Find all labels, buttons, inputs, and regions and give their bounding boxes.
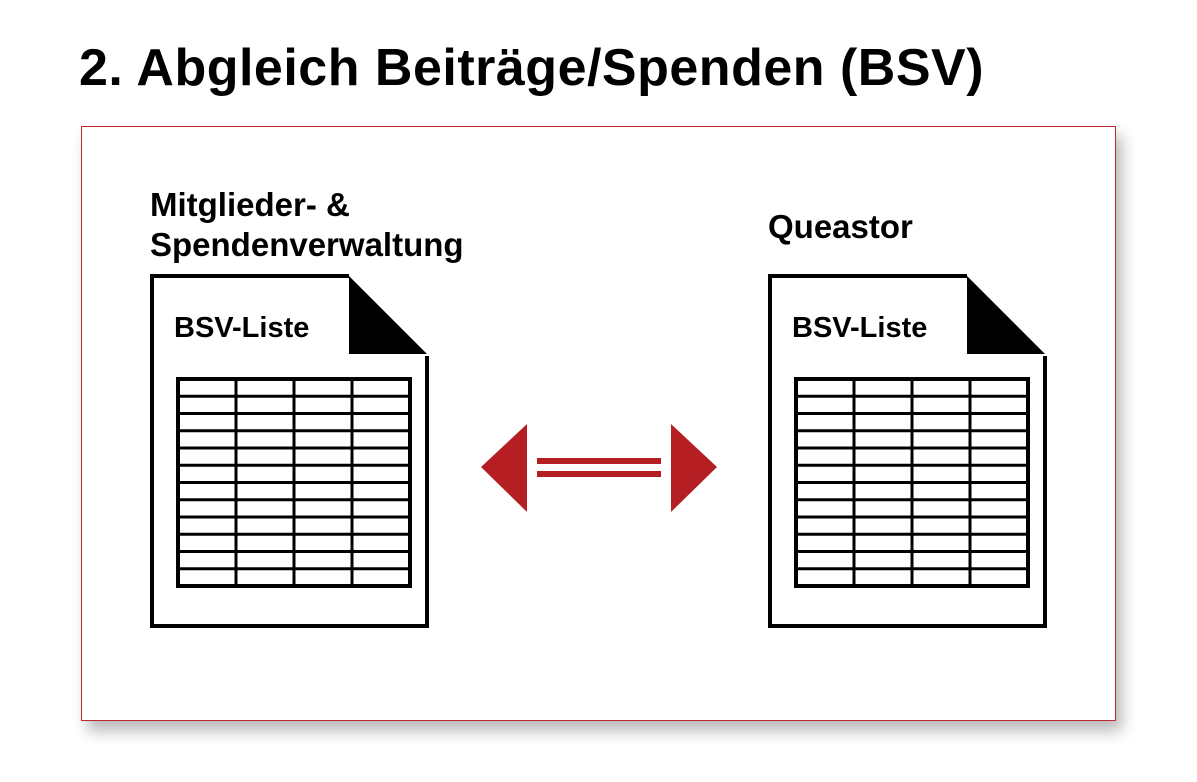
left-document: BSV-Liste (150, 274, 430, 628)
diagram-panel (81, 126, 1116, 721)
document-outline (150, 274, 429, 628)
table-grid (794, 377, 1030, 588)
document-corner-fold (349, 276, 427, 354)
left-system-label: Mitglieder- & Spendenverwaltung (150, 185, 464, 265)
left-system-label-line2: Spendenverwaltung (150, 226, 464, 263)
right-system-label: Queastor (768, 208, 913, 245)
right-document: BSV-Liste (768, 274, 1048, 628)
left-document-label: BSV-Liste (174, 312, 310, 344)
page-title: 2. Abgleich Beiträge/Spenden (BSV) (79, 39, 985, 97)
right-document-label: BSV-Liste (792, 312, 928, 344)
spreadsheet-document-icon (150, 274, 429, 628)
left-system-label-line1: Mitglieder- & (150, 186, 350, 223)
spreadsheet-document-icon (768, 274, 1047, 628)
document-corner-fold (967, 276, 1045, 354)
document-outline (768, 274, 1047, 628)
table-grid (176, 377, 412, 588)
